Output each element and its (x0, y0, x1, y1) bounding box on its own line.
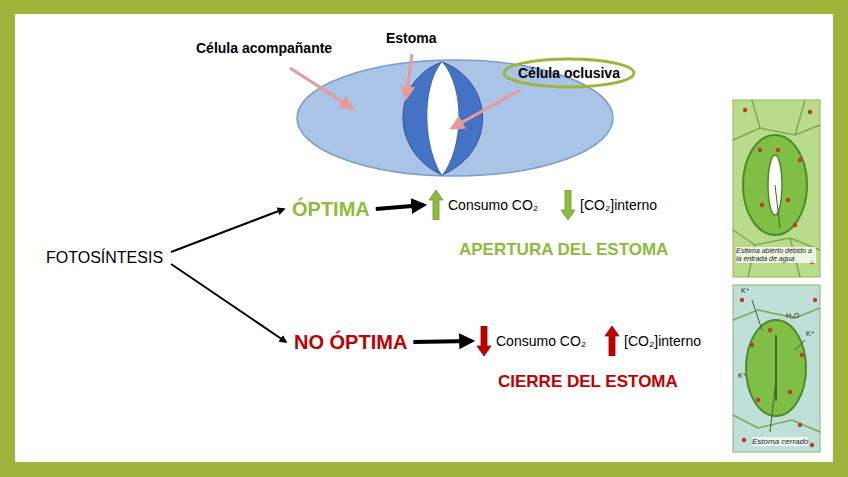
flow-arrow (413, 341, 472, 342)
decrease-arrow (476, 326, 492, 356)
quantity-label: Consumo CO₂ (476, 331, 588, 351)
part-label: Célula acompañante (196, 40, 332, 56)
node-text: [CO₂]interno (580, 197, 657, 213)
node-text: ÓPTIMA (292, 198, 370, 221)
state-label: ÓPTIMA (290, 196, 372, 223)
increase-arrow (428, 190, 444, 220)
increase-arrow (604, 326, 620, 356)
closed-stoma-picture (733, 285, 820, 452)
ion-label: K⁺ (741, 287, 749, 295)
open-stoma-picture (733, 100, 820, 277)
ion-label: K⁺ (806, 330, 814, 338)
result-label: CIERRE DEL ESTOMA (498, 372, 678, 392)
result-label: APERTURA DEL ESTOMA (459, 240, 668, 260)
quantity-label: [CO₂]interno (560, 195, 659, 215)
decrease-arrow (560, 190, 576, 220)
particle-dots (740, 108, 817, 447)
quantity-label: Consumo CO₂ (428, 195, 540, 215)
picture-caption: Estoma cerrado (752, 437, 808, 446)
part-label: Estoma (386, 30, 437, 46)
ion-label: H₂O (786, 312, 799, 320)
ion-label: K⁺ (738, 372, 746, 380)
leader-lines (290, 54, 520, 128)
node-text: FOTOSÍNTESIS (46, 249, 163, 267)
quantity-label: [CO₂]interno (604, 331, 703, 351)
flow-arrow (171, 209, 284, 252)
node-text: NO ÓPTIMA (294, 331, 407, 354)
slide-ground (15, 14, 833, 462)
node-text: Célula oclusiva (518, 65, 620, 81)
process-label: FOTOSÍNTESIS (44, 247, 165, 269)
node-text: Consumo CO₂ (496, 333, 586, 349)
node-text: [CO₂]interno (624, 333, 701, 349)
state-label: NO ÓPTIMA (292, 329, 409, 356)
picture-caption: Estoma abierto debido a la entrada de ag… (736, 247, 816, 263)
flow-arrow (171, 264, 286, 342)
callout-ellipse: Célula oclusiva (502, 57, 636, 89)
flow-arrow (376, 205, 424, 209)
node-text: Consumo CO₂ (448, 197, 538, 213)
